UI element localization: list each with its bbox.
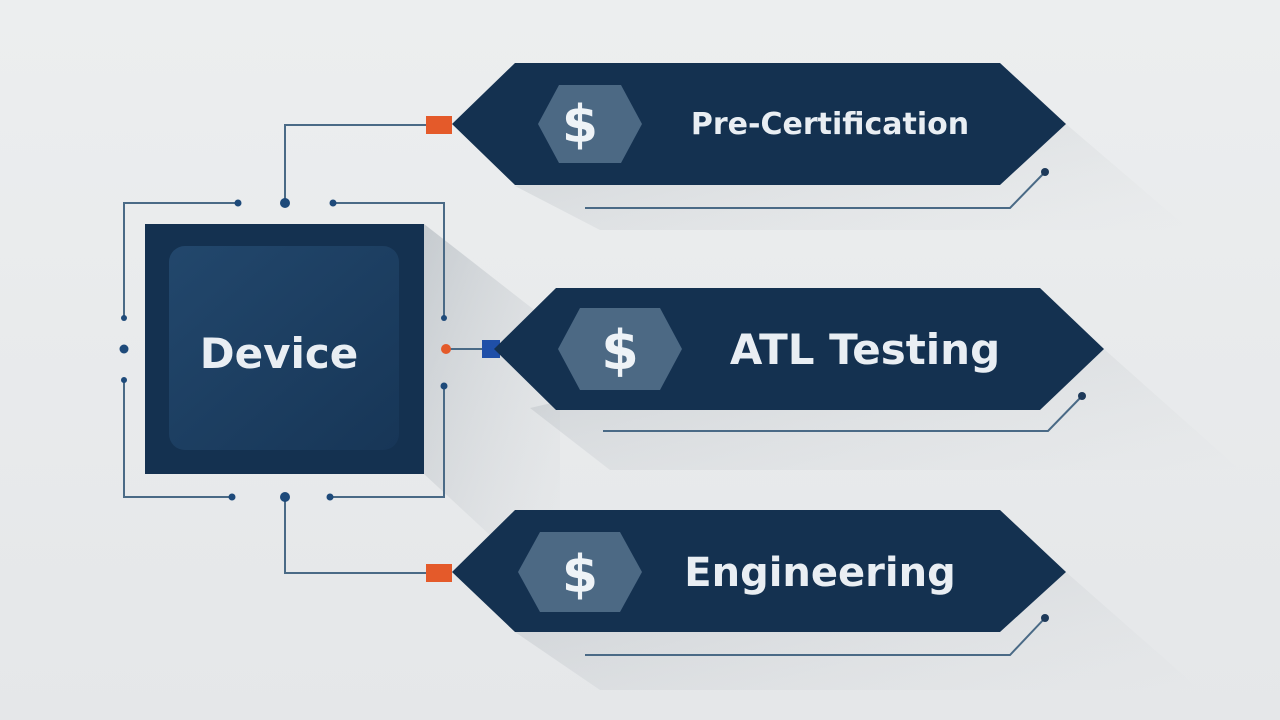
device-frame [123,202,445,498]
branch-engineering: $ Engineering [426,510,1200,690]
branch-underline [603,395,1083,432]
branch-atl-testing: $ ATL Testing [482,288,1240,470]
dollar-icon [558,308,682,390]
branch-pre-certification: $ Pre-Certification [426,63,1190,230]
dollar-icon [538,85,642,163]
connector-bottom [284,497,428,574]
device-inner-panel [169,246,399,450]
branch-underline [585,171,1046,209]
connector-middle-origin [441,344,451,354]
connector-lines [284,124,486,574]
device-node: Device [119,199,560,600]
branch-label: ATL Testing [730,325,1000,374]
connector-dots [280,198,290,502]
dollar-symbol: $ [601,319,639,382]
device-label: Device [200,329,359,378]
connector-tip [426,564,452,582]
branch-underline-dot [1041,614,1049,622]
branch-underline [585,617,1046,656]
device-frame-dots [119,199,448,501]
branch-label: Pre-Certification [691,107,969,142]
dollar-icon [518,532,642,612]
branch-underline-dot [1041,168,1049,176]
connector-tip [482,340,500,358]
branch-label: Engineering [684,550,955,596]
branch-underline-dot [1078,392,1086,400]
dollar-symbol: $ [562,545,598,605]
connector-top [284,124,428,203]
dollar-symbol: $ [562,95,598,155]
connector-tip [426,116,452,134]
